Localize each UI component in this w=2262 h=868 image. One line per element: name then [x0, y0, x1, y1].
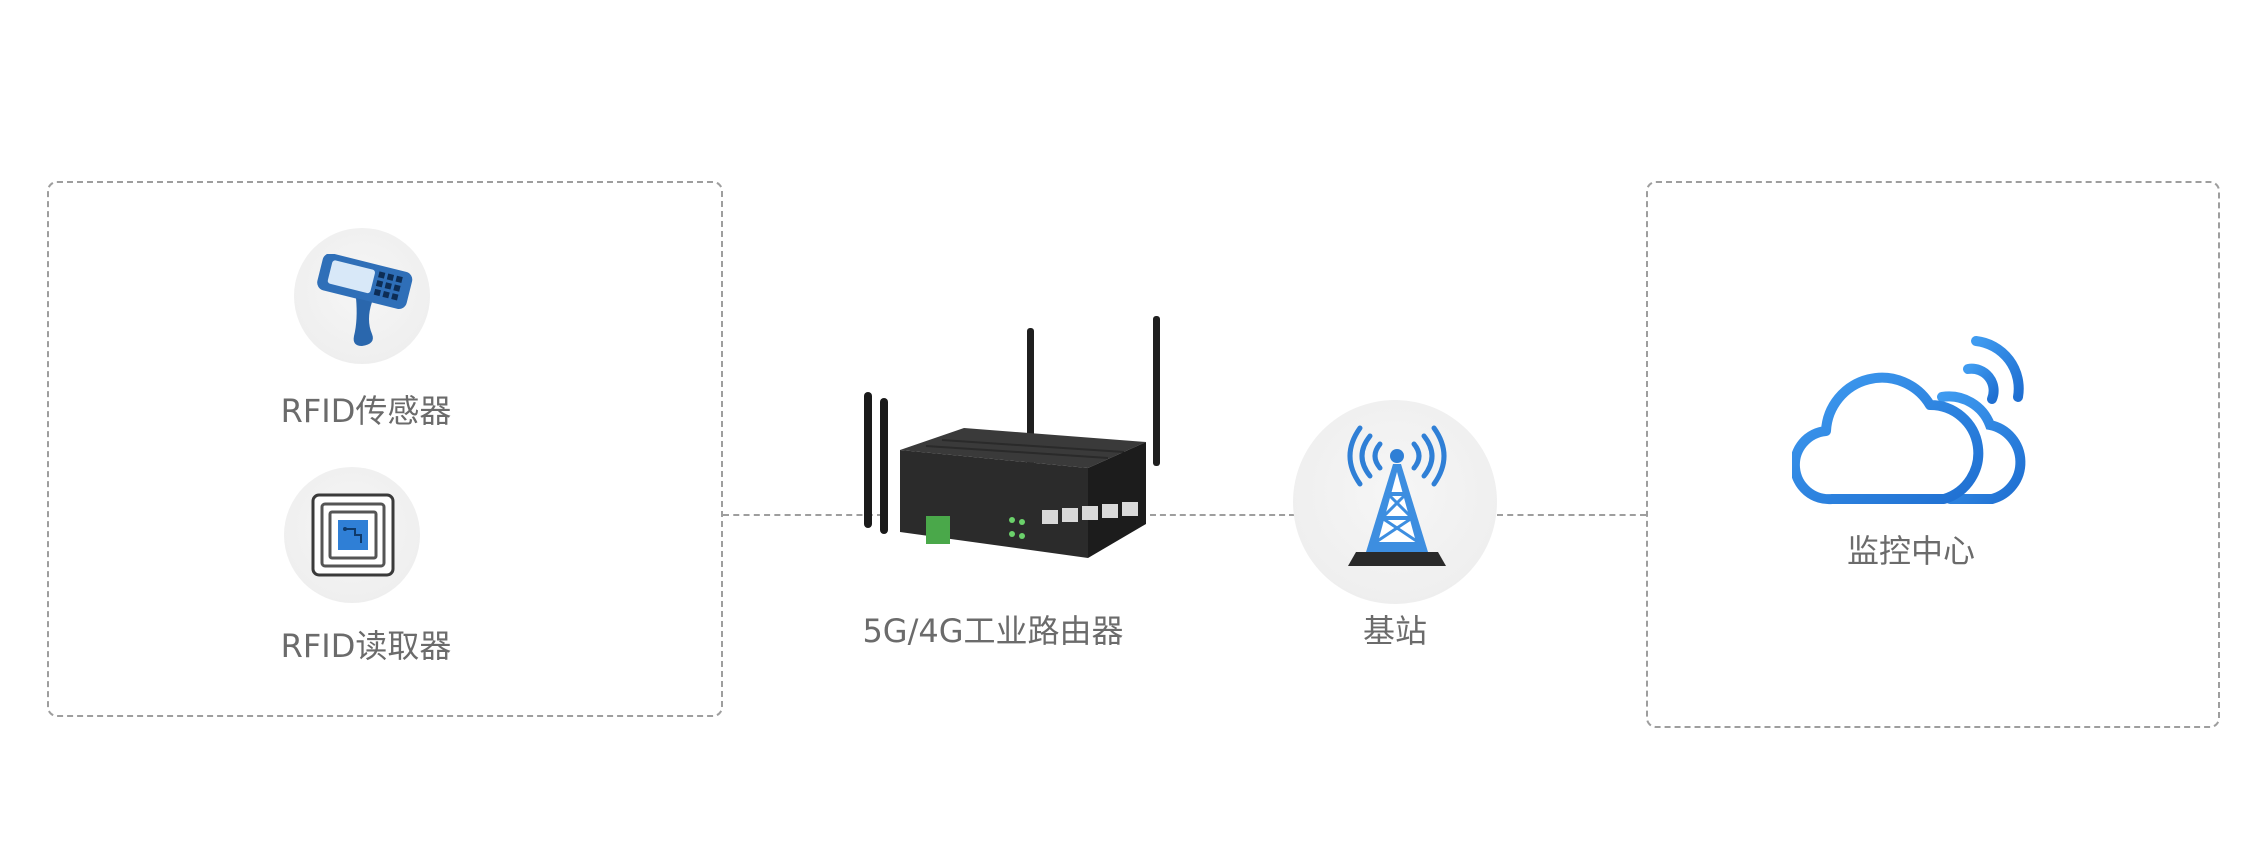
router-label: 5G/4G工业路由器 [862, 612, 1124, 650]
rfid-tag-icon [311, 493, 395, 577]
cloud-icon [1792, 336, 2026, 505]
connector-line [723, 514, 883, 516]
industrial-router-icon [864, 316, 1160, 558]
monitoring-center-box [1646, 181, 2220, 728]
handheld-scanner-icon [317, 254, 413, 346]
rfid-reader-label: RFID读取器 [280, 627, 452, 665]
base-station-label: 基站 [1362, 612, 1427, 650]
cell-tower-icon [1347, 425, 1447, 566]
connector-line [1150, 514, 1295, 516]
rfid-sensor-label: RFID传感器 [280, 392, 452, 430]
connector-line [1497, 514, 1646, 516]
monitoring-center-label: 监控中心 [1846, 532, 1975, 570]
